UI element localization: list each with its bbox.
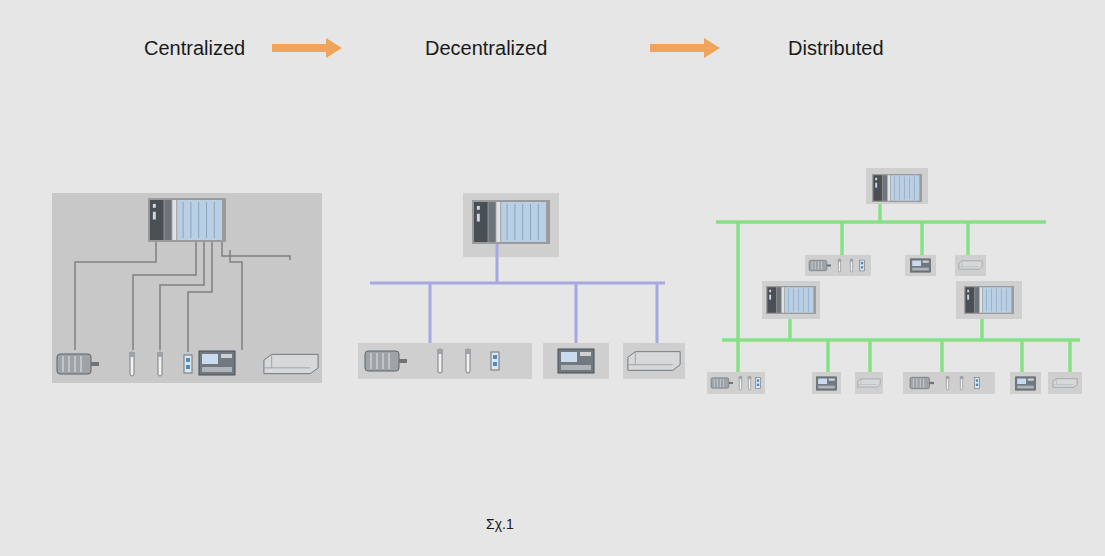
stage-heading: Decentralized bbox=[425, 37, 547, 60]
stage-heading: Distributed bbox=[788, 37, 884, 60]
distributed-system bbox=[707, 168, 1082, 394]
stage-heading: Centralized bbox=[144, 37, 245, 60]
decentralized-system bbox=[358, 193, 685, 379]
figure-caption: Σχ.1 bbox=[486, 516, 514, 532]
centralized-system bbox=[52, 193, 322, 383]
